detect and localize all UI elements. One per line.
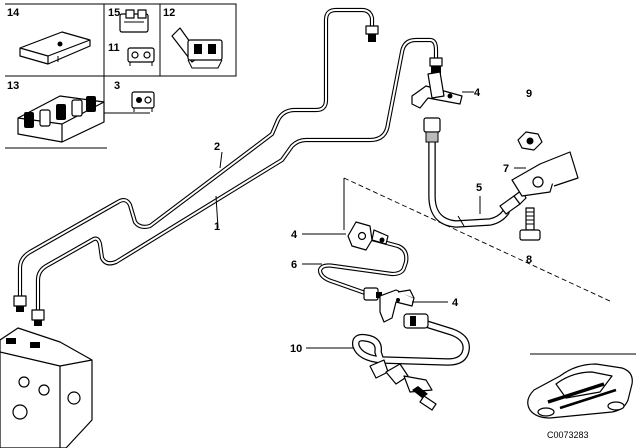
callout-10: 10 [290,343,302,355]
clip-part-13[interactable] [17,95,105,143]
pipe-fitting-left-1 [13,295,27,312]
callout-7: 7 [503,163,509,175]
callout-13: 13 [7,80,19,92]
brake-hose-5[interactable] [423,117,510,228]
abs-hydraulic-unit [0,327,93,448]
pipe-fitting-top-1 [365,25,379,42]
pipe-fitting-top-2 [429,57,443,74]
hose-10-end-fitting [369,359,437,411]
callout-15: 15 [108,7,120,19]
clip-inset [5,3,237,149]
callout-8: 8 [526,254,532,266]
callout-3: 3 [114,80,120,92]
callout-12: 12 [163,7,175,19]
nut-9[interactable] [517,131,543,151]
diagram-code: C0073283 [547,430,589,440]
brake-pipe-1[interactable] [35,37,439,321]
callout-6: 6 [291,259,297,271]
callout-14: 14 [7,7,20,19]
bolt-8[interactable] [519,207,541,241]
callout-4-middle: 4 [291,229,298,241]
callout-2: 2 [214,141,220,153]
callout-1: 1 [214,221,220,233]
hose-bracket-7[interactable] [511,151,579,197]
bracket-4-upper[interactable] [411,71,463,109]
reference-line [343,177,613,303]
pipe-fitting-left-2 [31,309,45,326]
clip-part-15[interactable] [119,9,149,33]
callout-4-lower: 4 [452,297,459,309]
callout-11: 11 [108,42,120,54]
clip-part-12[interactable] [171,27,223,69]
clip-cover-part-14[interactable] [19,31,91,65]
bracket-4-lower[interactable] [379,289,415,323]
leader-lines [215,91,526,349]
callout-9: 9 [526,88,532,100]
brake-hose-10[interactable] [351,313,470,368]
bracket-4-middle[interactable] [347,221,389,251]
vehicle-location-thumbnail [527,353,636,419]
brake-pipe-6[interactable] [317,235,409,301]
clip-part-3[interactable] [131,91,155,112]
callout-5: 5 [476,182,482,194]
clip-part-11[interactable] [127,47,155,66]
callout-4-upper: 4 [474,87,481,99]
brake-pipe-2[interactable] [17,7,375,308]
